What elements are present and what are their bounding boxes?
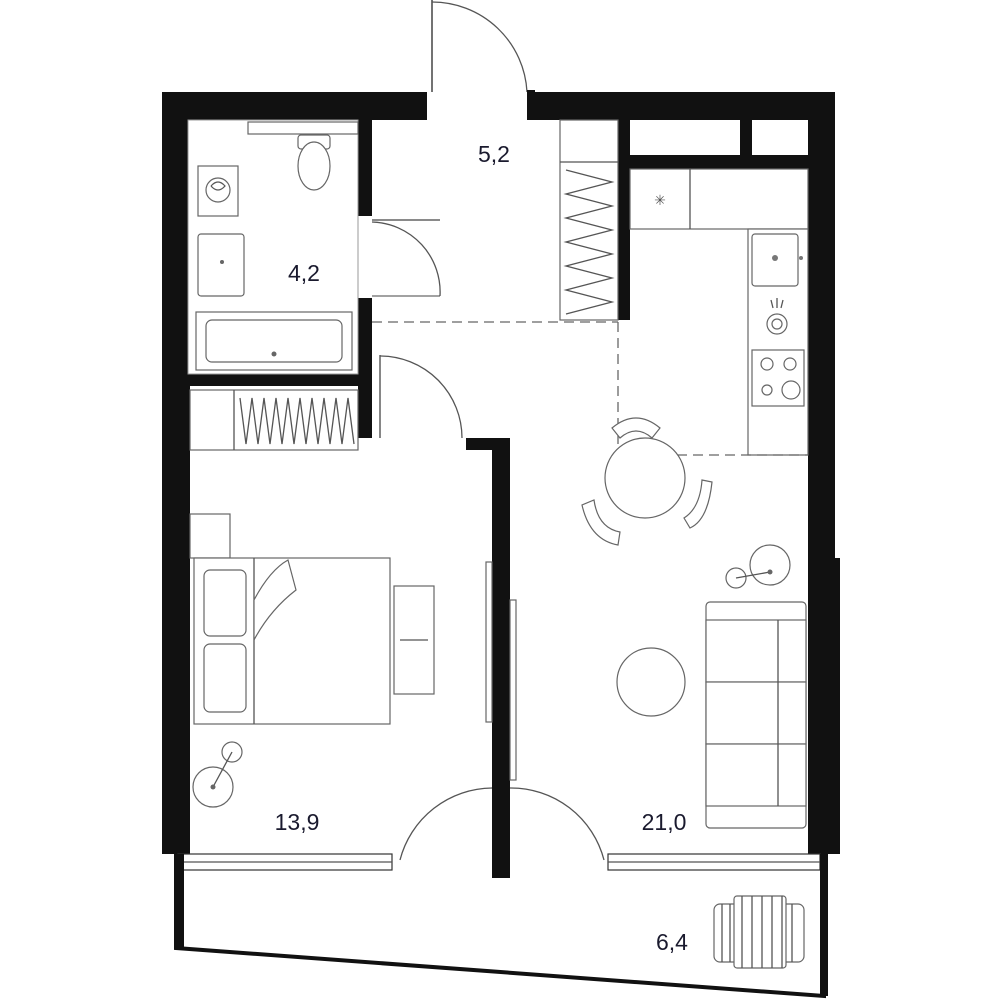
svg-text:✳: ✳ bbox=[654, 193, 666, 209]
bathroom: 4,2 bbox=[187, 119, 441, 375]
kitchen: ✳ bbox=[617, 168, 809, 456]
bed-icon bbox=[193, 557, 391, 725]
bathtub-icon bbox=[195, 311, 353, 371]
bench bbox=[393, 585, 435, 695]
stove-icon bbox=[751, 349, 805, 407]
floor-lamp-icon bbox=[725, 544, 791, 589]
balcony-area-label: 6,4 bbox=[656, 929, 688, 955]
hallway-wardrobe bbox=[559, 119, 619, 321]
sofa-icon bbox=[705, 601, 807, 829]
hood-icon bbox=[766, 298, 788, 335]
bedroom-wardrobe bbox=[189, 389, 359, 451]
bedroom-lamp-icon bbox=[192, 741, 243, 808]
hallway: 5,2 bbox=[372, 119, 619, 323]
bedroom: 13,9 bbox=[189, 355, 517, 835]
balcony: 6,4 bbox=[174, 854, 828, 999]
bathroom-area-label: 4,2 bbox=[288, 260, 320, 286]
living-kitchen-area-label: 21,0 bbox=[642, 809, 687, 835]
nightstand bbox=[189, 513, 231, 559]
living-room: 21,0 bbox=[581, 417, 807, 835]
bathroom-door bbox=[371, 219, 441, 297]
dining-table bbox=[581, 417, 713, 546]
entrance-door bbox=[431, 0, 535, 120]
coffee-table bbox=[616, 647, 686, 717]
sliding-door bbox=[485, 561, 517, 781]
walls bbox=[162, 92, 840, 878]
bedroom-door bbox=[379, 355, 463, 439]
hallway-area-label: 5,2 bbox=[478, 141, 510, 167]
toilet-icon bbox=[297, 134, 331, 191]
kitchen-sink-icon bbox=[751, 233, 803, 287]
snowflake-icon: ✳ bbox=[654, 193, 666, 209]
bathroom-sink-icon bbox=[197, 233, 245, 297]
bedroom-area-label: 13,9 bbox=[275, 809, 320, 835]
balcony-doors bbox=[399, 787, 605, 861]
washing-machine-icon bbox=[197, 165, 239, 217]
balcony-windows bbox=[177, 853, 821, 871]
sun-lounger-icon bbox=[713, 895, 805, 969]
